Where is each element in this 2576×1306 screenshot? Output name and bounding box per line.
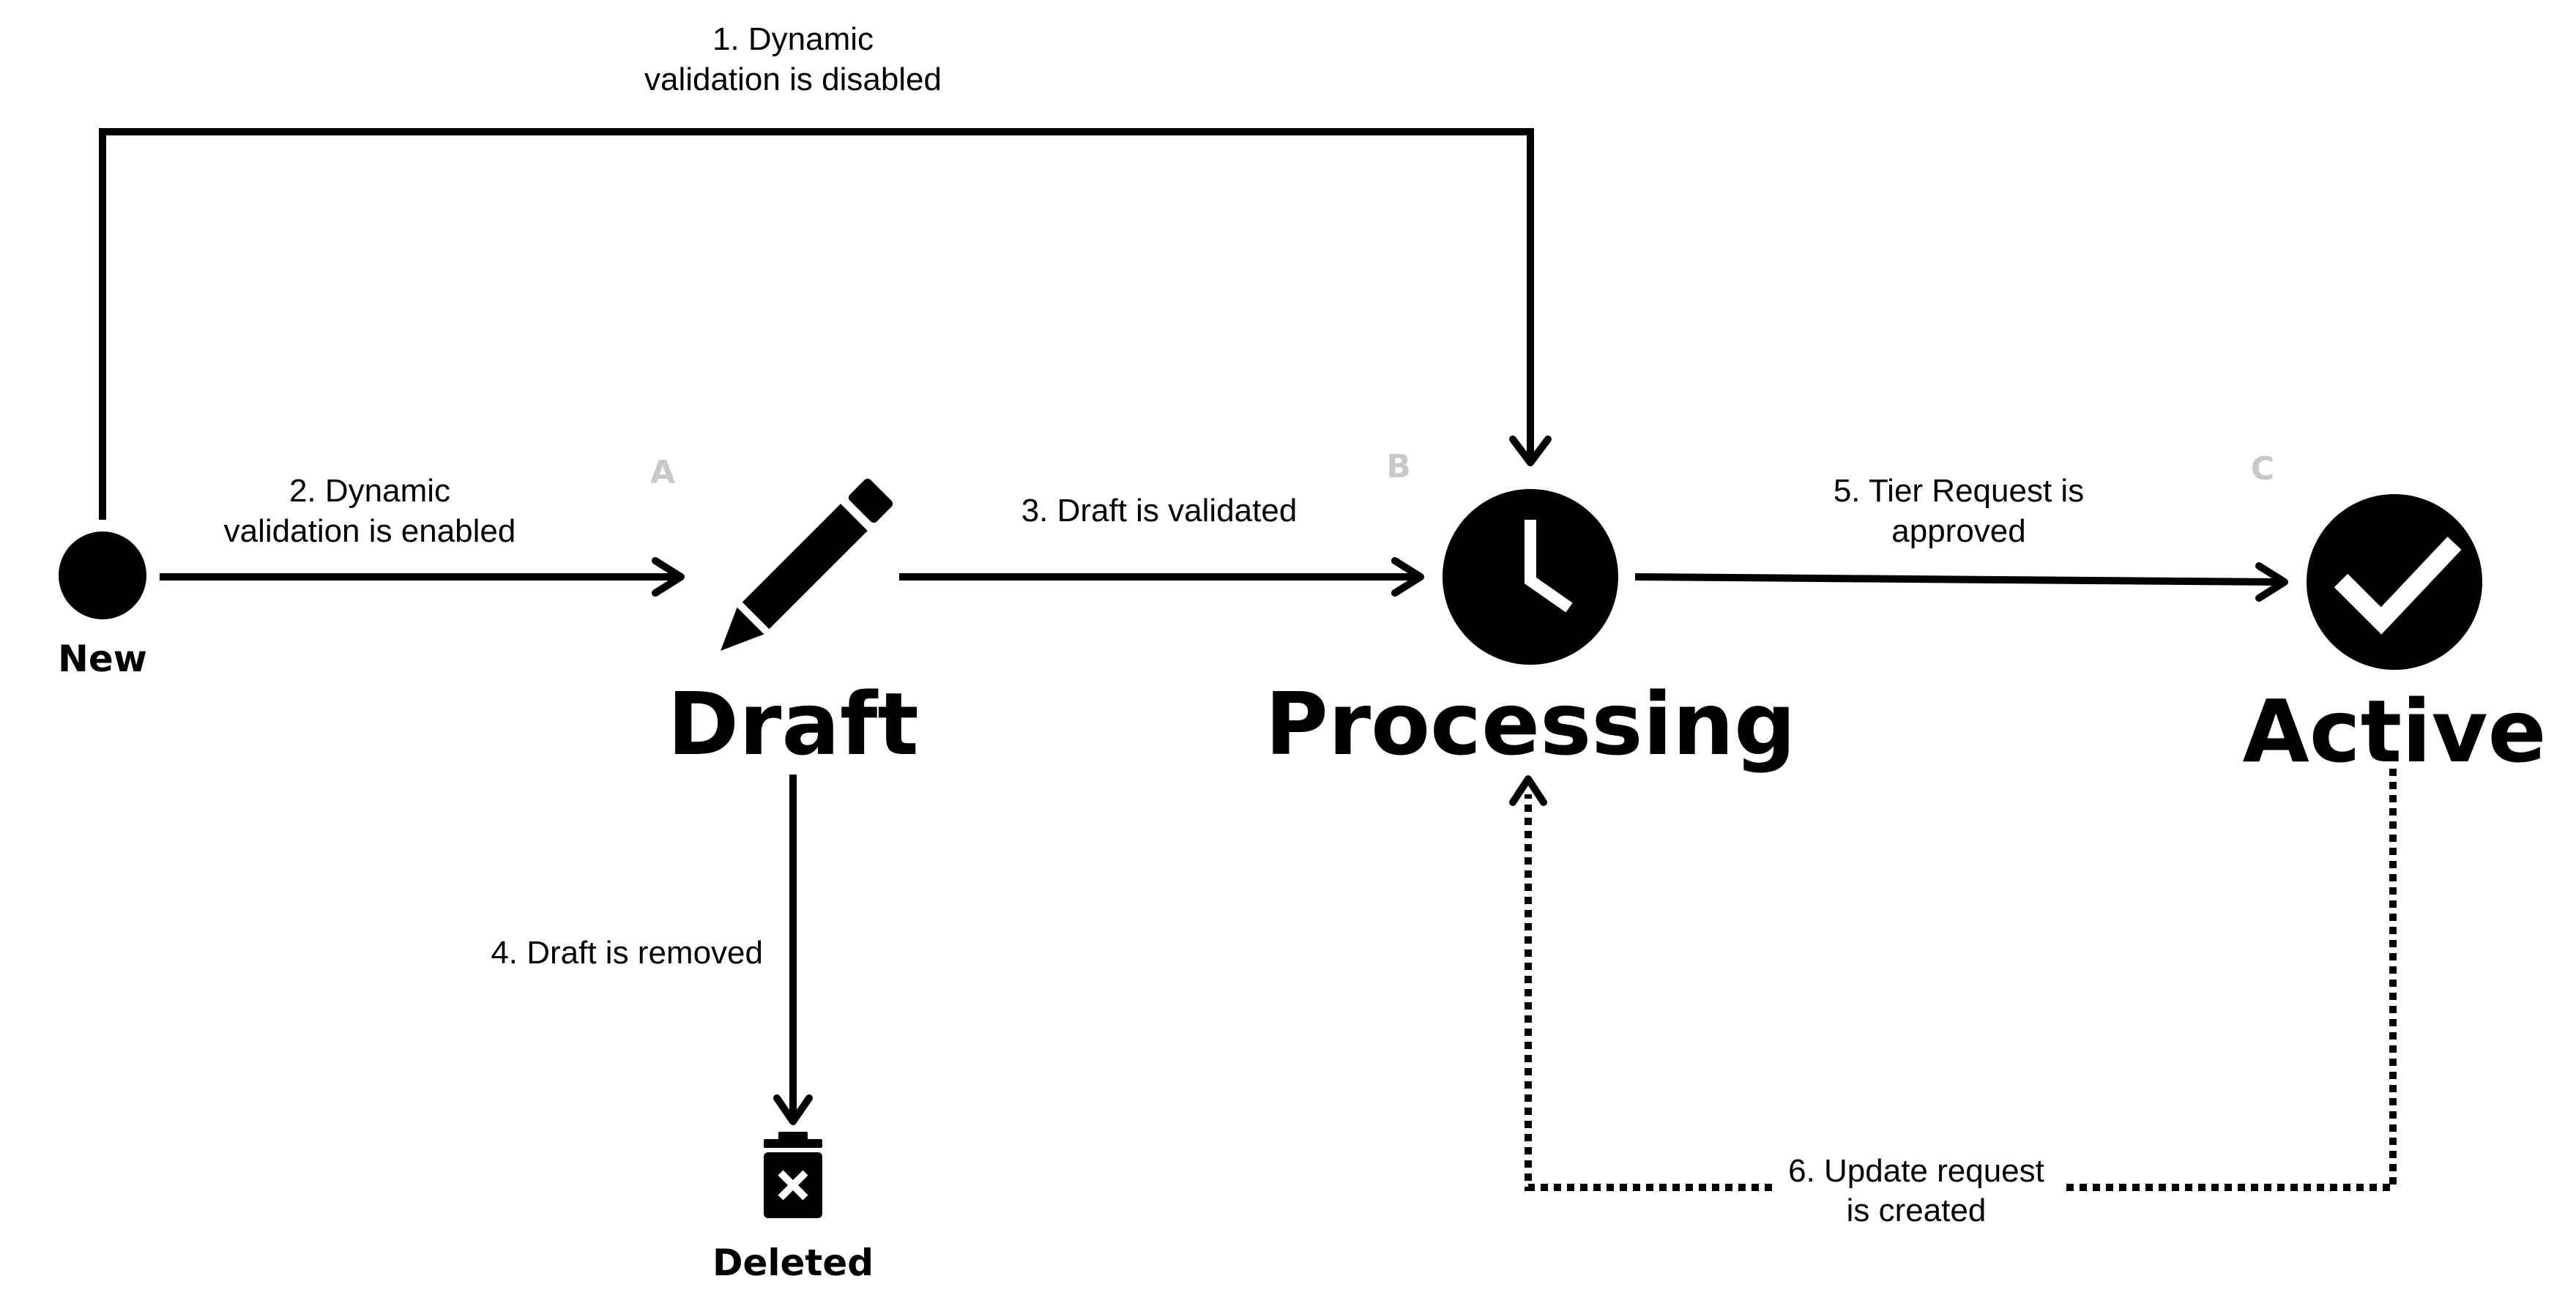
- state-processing-label: Processing: [1265, 673, 1795, 775]
- state-deleted-label: Deleted: [712, 1242, 874, 1284]
- marker-c: C: [2251, 450, 2274, 488]
- edge-processing-to-active: [1634, 562, 2288, 602]
- edge-draft-to-deleted: [773, 775, 813, 1125]
- trash-icon: [764, 1132, 822, 1218]
- transition-3-label: 3. Draft is validated: [1021, 493, 1298, 529]
- start-dot-icon: [59, 531, 146, 619]
- edge-new-to-draft: [160, 557, 685, 597]
- transition-2-line1: 2. Dynamic: [289, 473, 450, 509]
- transition-5-line2: approved: [1891, 513, 2025, 549]
- transition-4-label: 4. Draft is removed: [491, 935, 763, 971]
- transition-2-line2: validation is enabled: [224, 513, 516, 549]
- state-active-label: Active: [2242, 681, 2546, 782]
- edge-draft-to-processing: [899, 557, 1424, 597]
- clock-icon: [1443, 489, 1618, 665]
- pencil-icon: [721, 478, 893, 651]
- state-draft-label: Draft: [667, 673, 919, 775]
- transition-1-line2: validation is disabled: [644, 61, 942, 97]
- marker-b: B: [1386, 448, 1411, 485]
- transition-5-line1: 5. Tier Request is: [1834, 473, 2084, 509]
- check-circle-icon: [2307, 494, 2482, 670]
- marker-a: A: [650, 454, 675, 491]
- transition-6-line1: 6. Update request: [1788, 1153, 2044, 1189]
- edge-new-to-processing: [99, 128, 1552, 520]
- state-new-label: New: [58, 638, 147, 680]
- transition-1-line1: 1. Dynamic: [712, 21, 874, 57]
- edge-active-to-processing: [1509, 769, 2397, 1191]
- transition-6-line2: is created: [1847, 1193, 1987, 1228]
